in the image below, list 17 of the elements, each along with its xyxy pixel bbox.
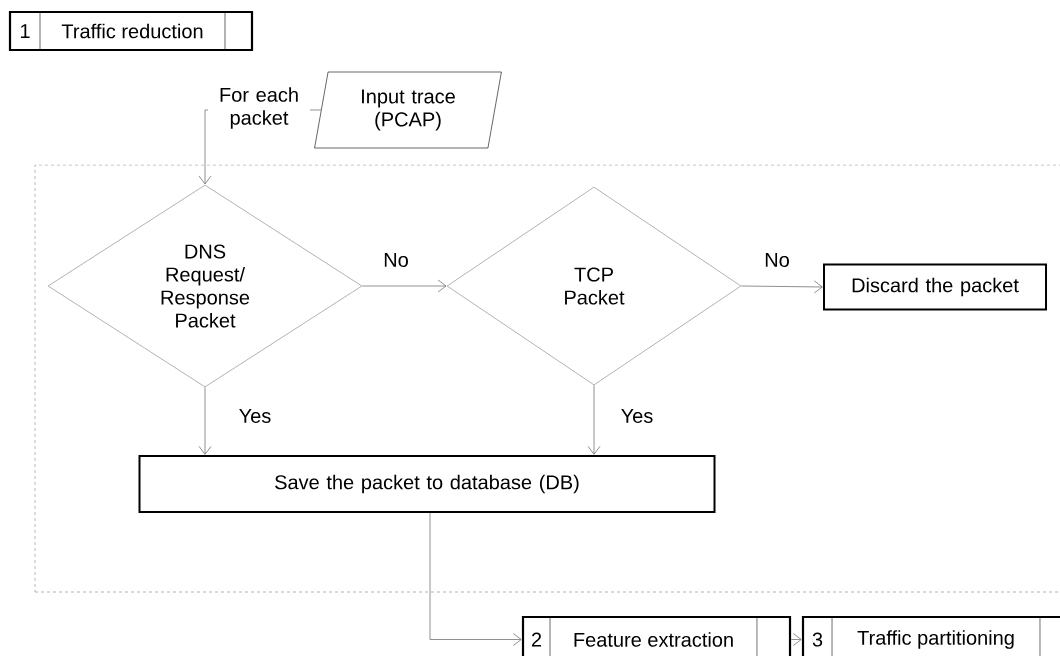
arrow (429, 512, 522, 646)
edge-label: Yes (239, 409, 271, 423)
arrow (361, 279, 447, 293)
process-box: Discard the packet (823, 263, 1047, 311)
arrow (198, 386, 212, 455)
arrow (587, 384, 601, 455)
edge-label: Yes (621, 409, 653, 423)
process-box: Save the packet to database (DB) (138, 455, 716, 513)
edge-label: No (765, 253, 789, 267)
edge-label: No (384, 253, 408, 267)
edge-label: For each packet (220, 87, 298, 129)
arrow (740, 280, 823, 294)
step-box: 2 Feature extraction (521, 615, 792, 656)
dashed-group-box (34, 164, 1060, 593)
step-box: 1 Traffic reduction (8, 10, 254, 52)
input-parallelogram: Input trace (PCAP) (314, 71, 502, 149)
step-box: 3 Traffic partitioning (801, 615, 1060, 656)
